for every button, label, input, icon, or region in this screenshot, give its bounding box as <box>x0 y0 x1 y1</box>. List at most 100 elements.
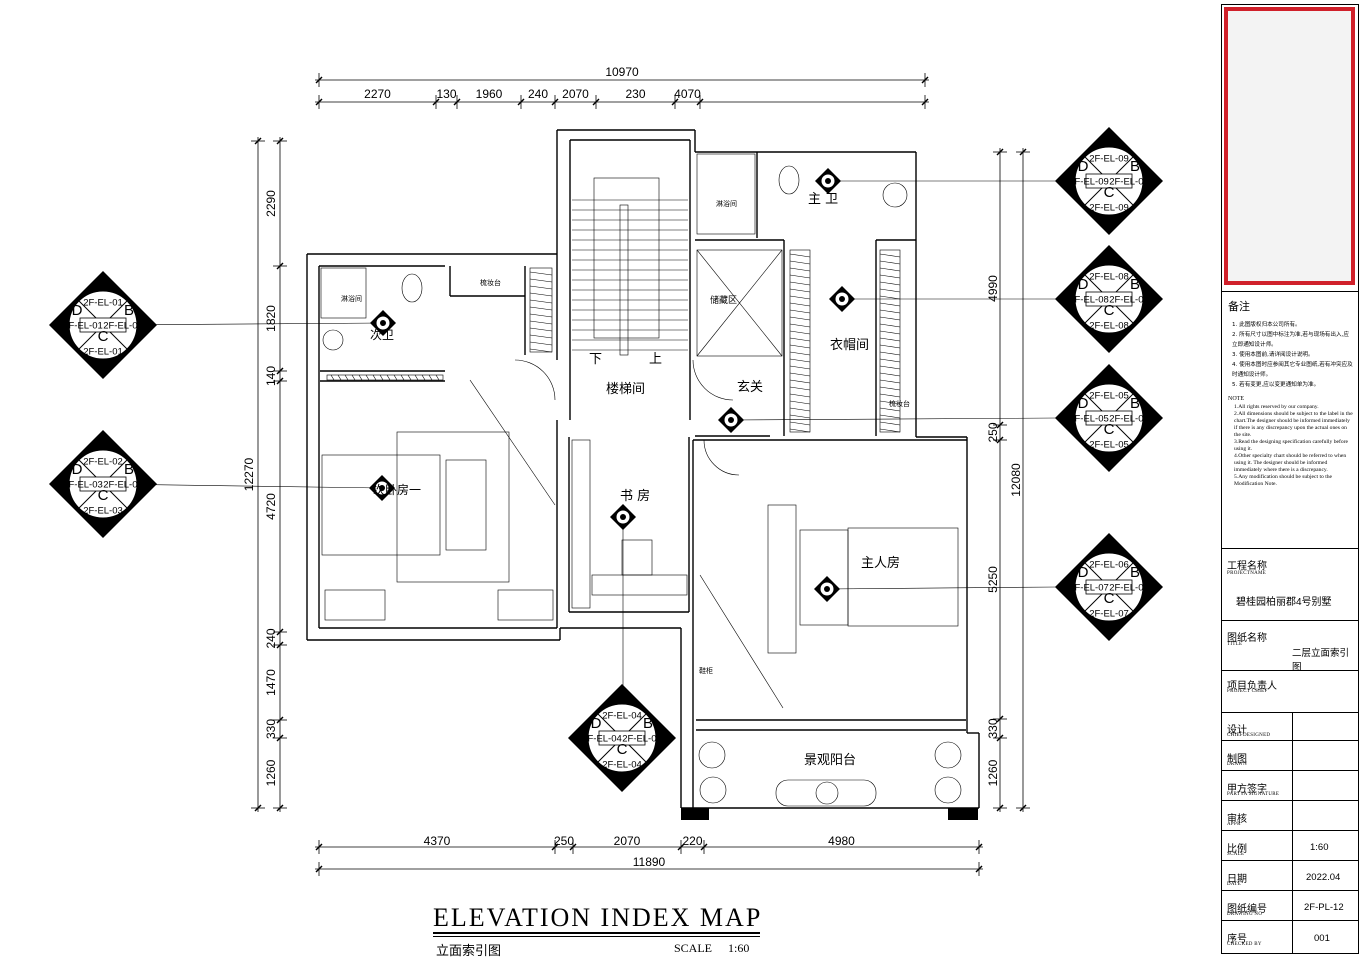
note-cn: 1. 此图版权归本公司所有。 <box>1232 322 1301 328</box>
cell-split <box>1292 713 1293 740</box>
marker-letter-a: A <box>98 276 108 293</box>
scale-value: 1:60 <box>728 941 750 955</box>
marker-center-box <box>1085 410 1133 426</box>
diag-line <box>469 379 556 506</box>
hanger <box>529 306 553 311</box>
hanger <box>789 414 811 419</box>
drawn-label: 制图 <box>1227 754 1247 765</box>
room-label-foyer: 玄关 <box>737 380 763 395</box>
appr-label: 审核 <box>1227 814 1247 825</box>
cabinet-cross <box>696 249 783 357</box>
hanger <box>879 330 901 335</box>
dim-text: 11890 <box>633 855 666 869</box>
hanger <box>529 278 553 283</box>
room-label-study: 书 房 <box>620 488 650 504</box>
dim-text: 4070 <box>674 87 701 101</box>
marker-letter-a: A <box>1104 250 1114 267</box>
notes-panel: 备注 1. 此图版权归本公司所有。 2. 所有尺寸以图中标注为准,若与现场有出入… <box>1222 291 1358 549</box>
marker-letter-c: C <box>1104 590 1115 607</box>
title-value: 二层立面索引图 <box>1292 648 1350 673</box>
room-label-balcony: 景观阳台 <box>804 753 856 768</box>
shower-tray <box>320 267 367 319</box>
hanger <box>351 374 356 381</box>
note-en: 2.All dimensions should be subject to th… <box>1234 411 1353 438</box>
hanger <box>529 299 553 304</box>
dim-tick <box>315 98 323 106</box>
appr-row: 审核 APPR <box>1222 801 1358 831</box>
stair-well <box>593 177 660 339</box>
marker-ref-left: 2F-EL-03 <box>63 480 103 491</box>
bench <box>799 529 849 626</box>
dim-text: 250 <box>554 834 574 848</box>
toilet <box>778 165 800 195</box>
viewpoint-dot <box>620 514 626 520</box>
marker-ref-right: 2F-EL-04 <box>622 734 662 745</box>
dim-tick <box>315 843 323 851</box>
cell-split <box>1292 921 1293 953</box>
basin <box>322 329 344 351</box>
hanger <box>428 374 433 381</box>
plant <box>699 776 727 804</box>
hanger <box>789 330 811 335</box>
notes-title: 备注 <box>1228 300 1250 313</box>
scale-label: SCALE <box>674 941 713 955</box>
dim-tick <box>996 804 1004 812</box>
marker-letter-c: C <box>1104 302 1115 319</box>
cell-split <box>1292 771 1293 800</box>
chief-row: 项目负责人 PROJECT CHIEF <box>1222 671 1358 713</box>
dim-text: 2290 <box>264 190 278 217</box>
marker-letter-c: C <box>98 487 109 504</box>
hanger <box>879 260 901 265</box>
viewpoint-dot <box>839 296 845 302</box>
dim-tick <box>276 716 284 724</box>
dim-tick <box>315 865 323 873</box>
hanger <box>879 407 901 412</box>
room-label-cabinet: 鞋柜 <box>699 666 713 675</box>
title-row: 图纸名称 TITLE 二层立面索引图 <box>1222 621 1358 673</box>
cabinet <box>497 589 554 621</box>
viewpoint-dot <box>825 178 831 184</box>
room-label-vanity_top: 梳妆台 <box>480 278 501 287</box>
hanger <box>879 288 901 293</box>
marker-letter-d: D <box>1078 158 1089 175</box>
dim-tick <box>996 148 1004 156</box>
marker-letter-a: A <box>1104 132 1114 149</box>
viewpoint-dot <box>380 320 386 326</box>
marker-ref-right: 2F-EL-02 <box>103 480 143 491</box>
leader-line <box>730 417 1058 421</box>
title-underline-thin <box>433 936 760 937</box>
marker-center-box <box>1085 579 1133 595</box>
room-label-left_bath: 次卫 <box>370 328 394 342</box>
marker-ref-right: 2F-EL-01 <box>103 321 143 332</box>
hanger <box>529 341 553 346</box>
drawing-no-label: 图纸编号 <box>1227 904 1267 915</box>
room-label-stair_down: 下 <box>589 352 602 367</box>
bookshelf <box>571 439 591 609</box>
dim-tick <box>276 377 284 385</box>
hanger <box>789 260 811 265</box>
drawing-no-sub: DRAWING NO <box>1227 912 1263 917</box>
dim-text: 1820 <box>264 305 278 332</box>
marker-ref-top: 2F-EL-04 <box>602 711 642 722</box>
date-value: 2022.04 <box>1306 872 1341 883</box>
hanger <box>789 323 811 328</box>
date-row: 日期 DATE 2022.04 <box>1222 861 1358 891</box>
marker-letter-b: B <box>1130 276 1140 293</box>
hanger <box>879 421 901 426</box>
marker-letter-c: C <box>98 328 109 345</box>
dim-tick <box>569 843 577 851</box>
hanger <box>879 253 901 258</box>
hanger <box>379 374 384 381</box>
door-swing <box>692 359 734 401</box>
dim-tick <box>996 436 1004 444</box>
marker-letter-a: A <box>617 689 627 706</box>
marker-letter-c: C <box>1104 184 1115 201</box>
hanger <box>789 365 811 370</box>
hanger <box>879 365 901 370</box>
dim-text: 140 <box>264 366 278 386</box>
party-row: 甲方签字 PARTYA SIGNATURE <box>1222 771 1358 801</box>
hanger <box>421 374 426 381</box>
cell-split <box>1292 861 1293 890</box>
